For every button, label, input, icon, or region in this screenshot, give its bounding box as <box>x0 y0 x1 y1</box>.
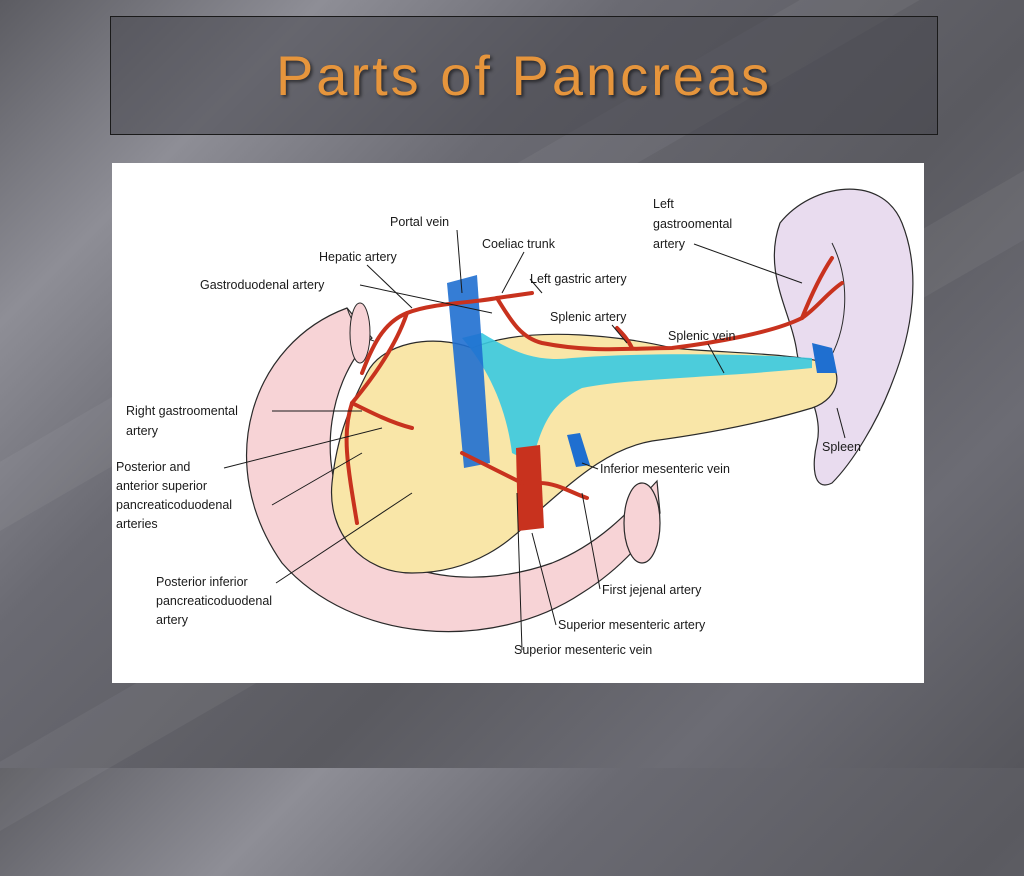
duodenum-bulb <box>349 302 371 364</box>
duodenum-end <box>623 482 661 564</box>
leader-lines <box>223 229 846 651</box>
label-post-ant-sup-1: Posterior and <box>116 460 190 474</box>
label-coeliac-trunk: Coeliac trunk <box>482 237 556 251</box>
label-left-gastroomental-3: artery <box>653 237 686 251</box>
label-post-inf-3: artery <box>156 613 189 627</box>
label-first-jejenal-artery: First jejenal artery <box>602 583 702 597</box>
label-portal-vein: Portal vein <box>390 215 449 229</box>
artery-network <box>344 256 844 525</box>
label-right-gastroomental-1: Right gastroomental <box>126 404 238 418</box>
label-post-inf-1: Posterior inferior <box>156 575 248 589</box>
label-inferior-mesenteric-vein: Inferior mesenteric vein <box>600 462 730 476</box>
superior-mesenteric-artery-shape <box>516 445 544 531</box>
label-gastroduodenal-artery: Gastroduodenal artery <box>200 278 325 292</box>
spleen-inner-line <box>826 242 846 364</box>
inferior-mesenteric-vein-shape <box>567 433 590 467</box>
label-left-gastric-artery: Left gastric artery <box>530 272 627 286</box>
title-box: Parts of Pancreas <box>110 16 938 135</box>
label-superior-mesenteric-artery: Superior mesenteric artery <box>558 618 706 632</box>
label-left-gastroomental-2: gastroomental <box>653 217 732 231</box>
label-post-inf-2: pancreaticoduodenal <box>156 594 272 608</box>
label-splenic-artery: Splenic artery <box>550 310 627 324</box>
spleen-shape <box>773 188 914 486</box>
label-post-ant-sup-2: anterior superior <box>116 479 207 493</box>
label-post-ant-sup-3: pancreaticoduodenal <box>116 498 232 512</box>
label-hepatic-artery: Hepatic artery <box>319 250 398 264</box>
splenic-vein-shape <box>812 343 837 373</box>
label-spleen: Spleen <box>822 440 861 454</box>
label-post-ant-sup-4: arteries <box>116 517 158 531</box>
label-left-gastroomental-1: Left <box>653 197 674 211</box>
label-right-gastroomental-2: artery <box>126 424 159 438</box>
label-superior-mesenteric-vein: Superior mesenteric vein <box>514 643 652 657</box>
portal-vein <box>447 275 490 468</box>
label-splenic-vein: Splenic vein <box>668 329 735 343</box>
pancreatic-duct <box>462 333 812 463</box>
pancreas-diagram: Portal vein Coeliac trunk Hepatic artery… <box>112 163 924 683</box>
pancreas-illustration: Portal vein Coeliac trunk Hepatic artery… <box>116 188 914 657</box>
slide-title: Parts of Pancreas <box>275 44 773 107</box>
